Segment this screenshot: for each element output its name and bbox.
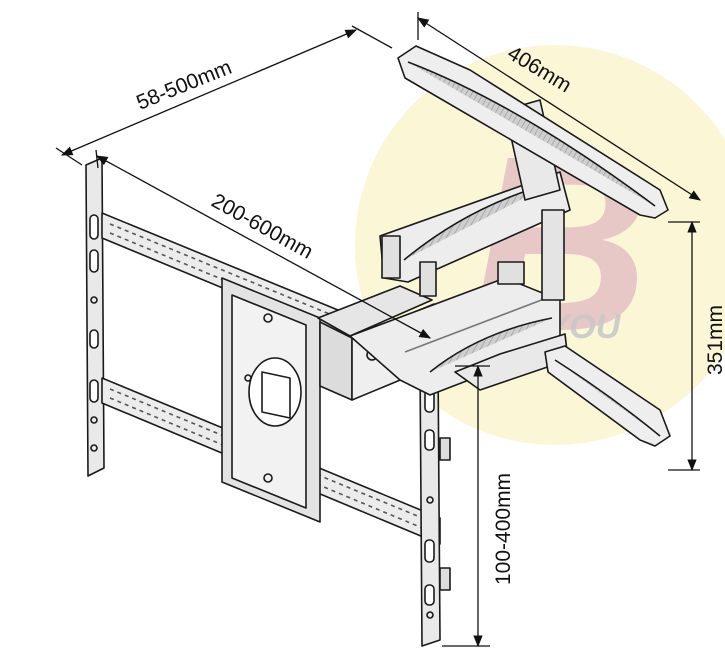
vertical-spacing-label: 100-400mm [492,473,515,585]
bottom-tv-arm [544,345,671,447]
depth-dimension-line [60,29,358,156]
horizontal-spacing-label: 200-600mm [208,189,317,263]
depth-extension-left [55,147,83,166]
horizontal-spacing-dimension-line [95,155,432,339]
depth-label: 58-500mm [133,56,235,115]
bracket-height-label: 351mm [704,305,725,375]
center-bracket [221,277,321,523]
depth-extension-right [351,25,393,49]
bracket-width-dimension-line [417,17,701,201]
left-wall-plate [85,157,105,477]
